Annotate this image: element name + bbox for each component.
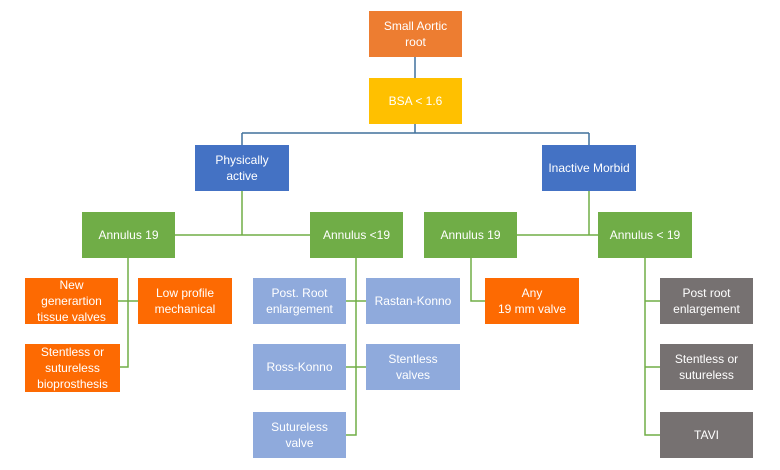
option-low-profile-mechanical: Low profile mechanical xyxy=(138,278,232,324)
option-post-root-enlargement-morbid: Post root enlargement xyxy=(660,278,753,324)
active-lt19-options-line xyxy=(346,258,366,436)
inactive-annulus-19-node: Annulus 19 xyxy=(424,212,517,258)
inactive-19-options-line xyxy=(470,258,485,302)
option-new-generation-tissue-valves: New generartion tissue valves xyxy=(25,278,118,324)
option-stentless-sutureless-bioprosthesis: Stentless or sutureless bioprosthesis xyxy=(25,344,120,392)
option-tavi: TAVI xyxy=(660,412,753,458)
active-annulus-19-node: Annulus 19 xyxy=(82,212,175,258)
physically-active-node: Physically active xyxy=(195,145,289,191)
option-sutureless-valve: Sutureless valve xyxy=(253,412,346,458)
green-connectors xyxy=(118,191,660,436)
option-stentless-valves: Stentless valves xyxy=(366,344,460,390)
inactive-lt19-options-line xyxy=(644,258,660,436)
bsa-node: BSA < 1.6 xyxy=(369,78,462,124)
option-rastan-konno: Rastan-Konno xyxy=(366,278,460,324)
option-any-19mm-valve: Any 19 mm valve xyxy=(485,278,579,324)
small-aortic-root-node: Small Aortic root xyxy=(369,11,462,57)
inactive-morbid-node: Inactive Morbid xyxy=(542,145,636,191)
option-post-root-enlargement: Post. Root enlargement xyxy=(253,278,346,324)
active-annulus-lt19-node: Annulus <19 xyxy=(310,212,403,258)
blue-connectors xyxy=(241,57,590,145)
active-19-options-line xyxy=(118,258,138,368)
inactive-annulus-bus-line xyxy=(517,191,598,236)
option-stentless-sutureless-morbid: Stentless or sutureless xyxy=(660,344,753,390)
active-annulus-bus-line xyxy=(175,191,310,236)
inactive-annulus-lt19-node: Annulus < 19 xyxy=(598,212,692,258)
option-ross-konno: Ross-Konno xyxy=(253,344,346,390)
